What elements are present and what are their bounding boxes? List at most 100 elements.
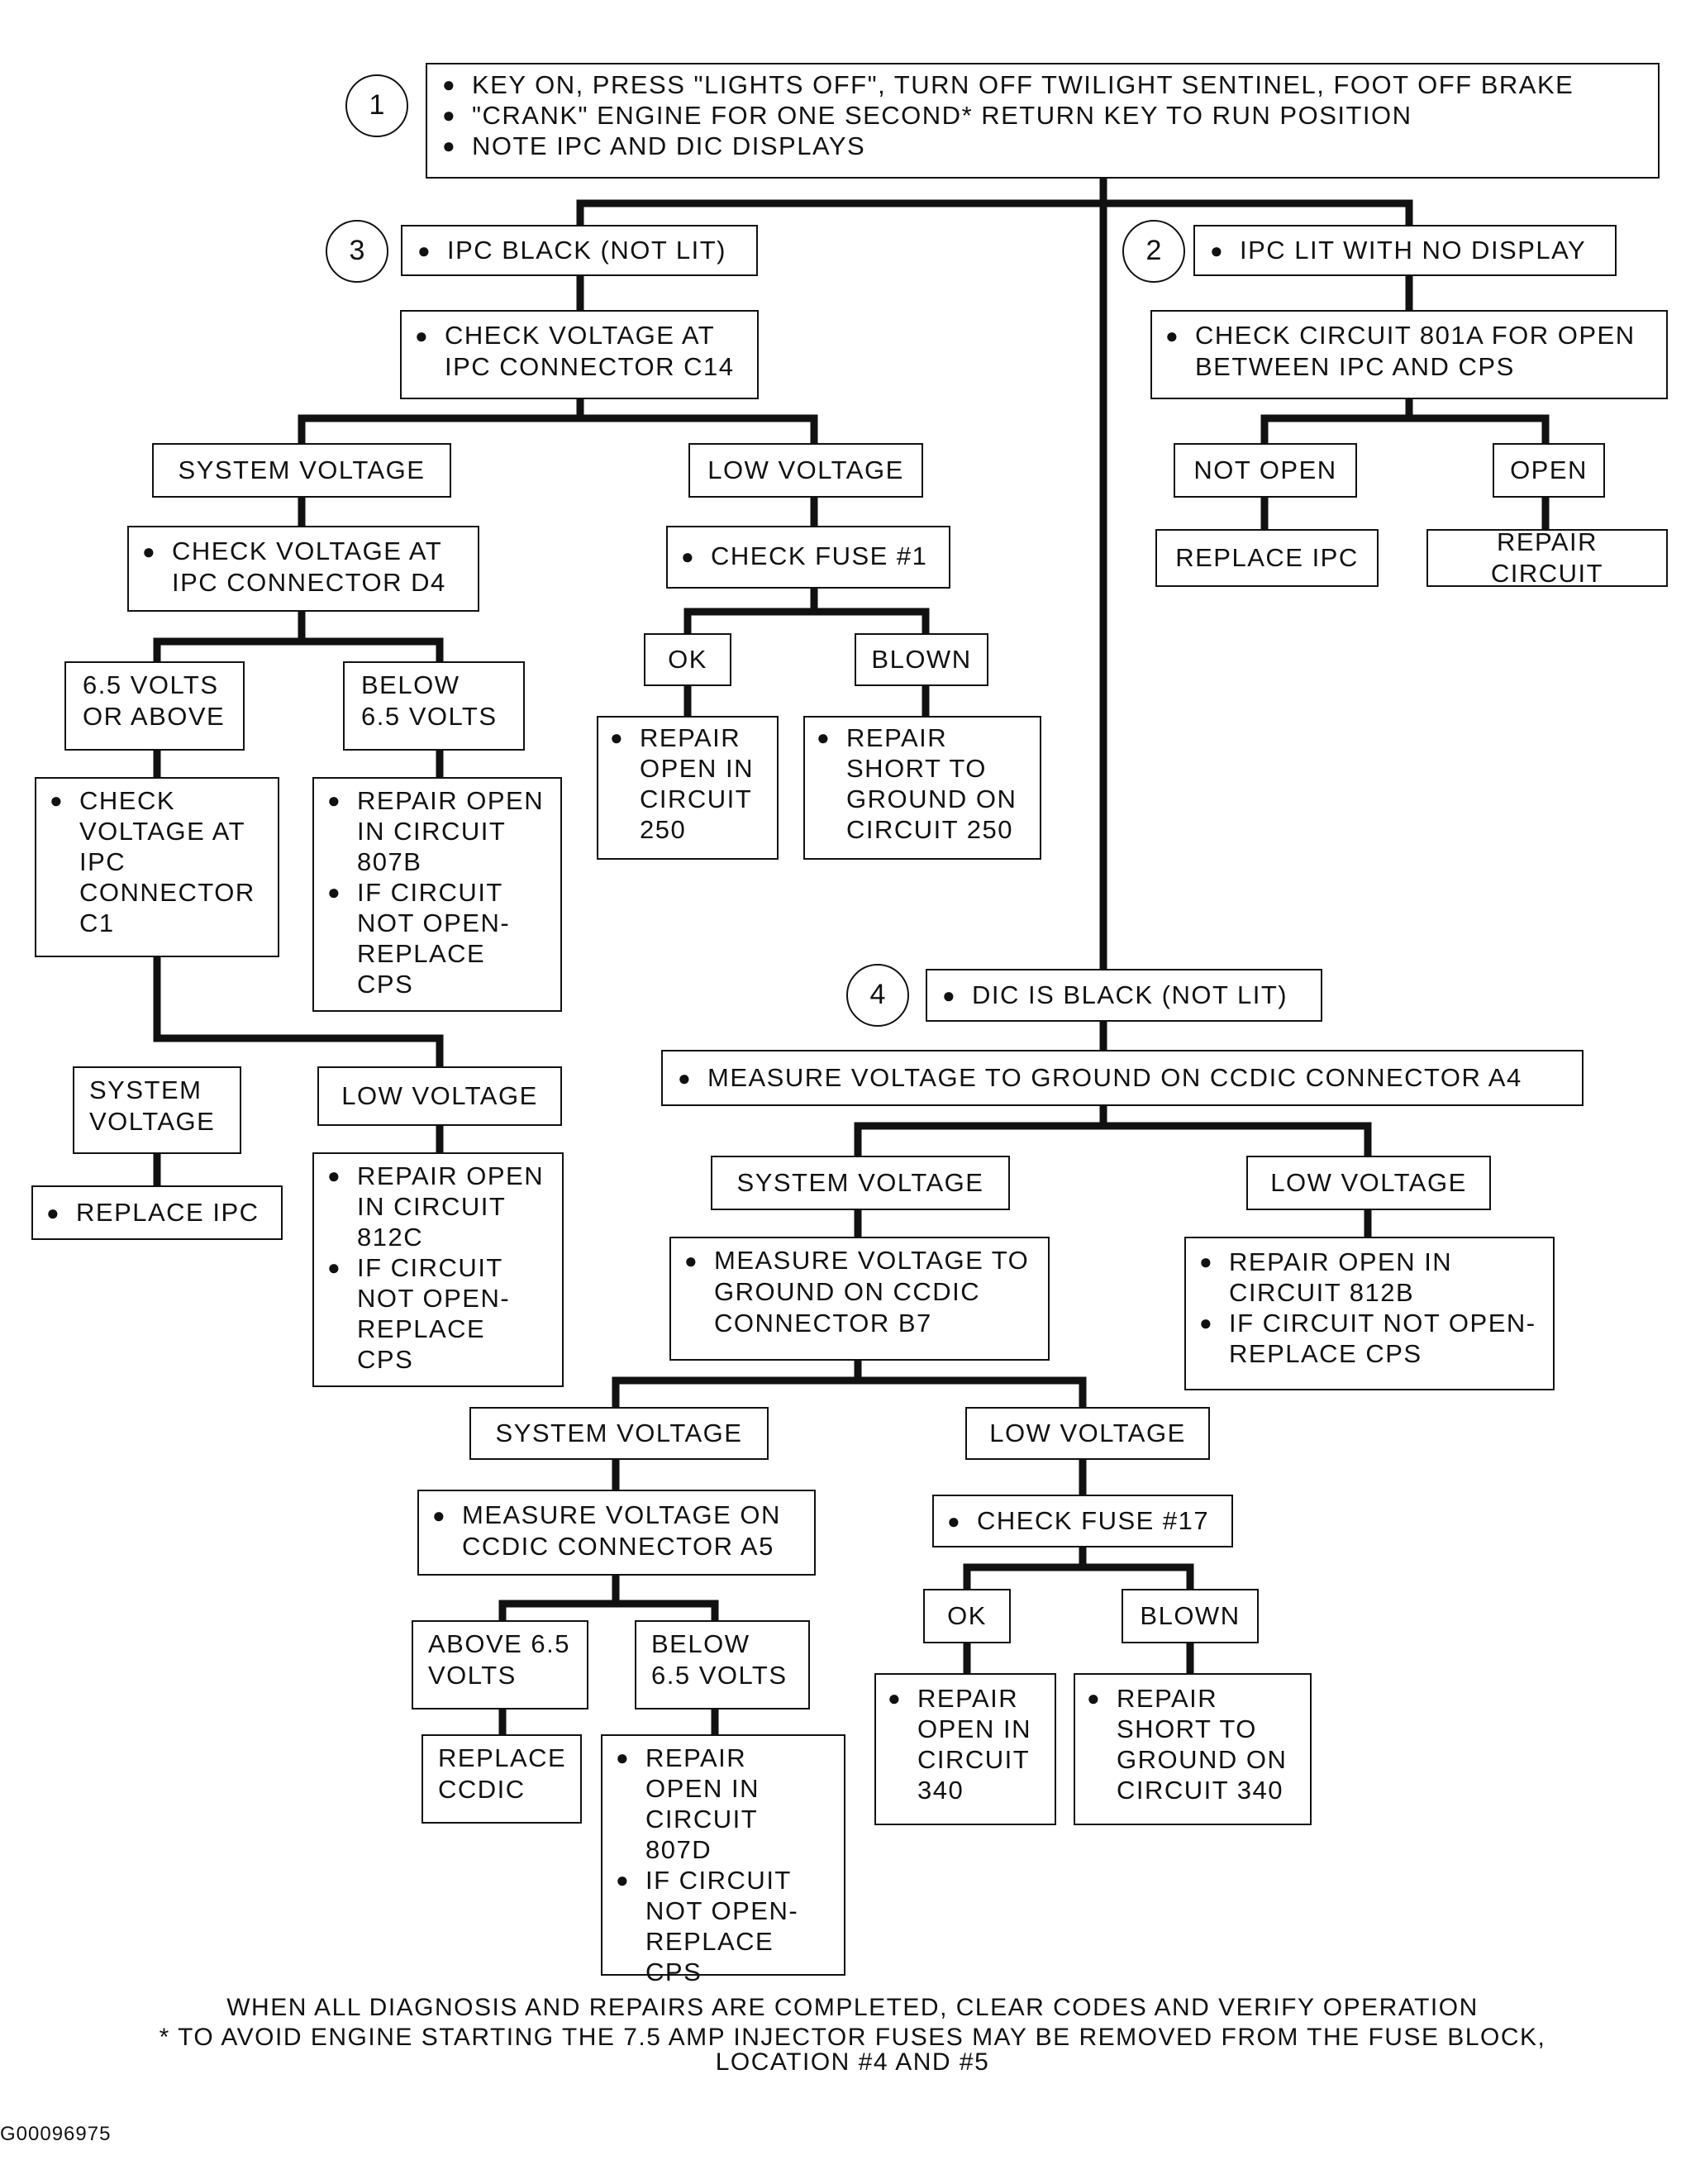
c1-low-voltage-box: LOW VOLTAGE xyxy=(317,1066,562,1126)
above-65-box: 6.5 VOLTS OR ABOVE xyxy=(64,661,245,751)
check-801a-box: CHECK CIRCUIT 801A FOR OPEN BETWEEN IPC … xyxy=(1150,310,1668,399)
repair-807b-box: REPAIR OPEN IN CIRCUIT 807B IF CIRCUIT N… xyxy=(312,777,562,1012)
b7-low-voltage-label: LOW VOLTAGE xyxy=(989,1419,1186,1447)
step-number-4: 4 xyxy=(846,964,909,1027)
below-65-label: BELOW 6.5 VOLTS xyxy=(361,670,498,731)
not-open-box: NOT OPEN xyxy=(1174,443,1357,498)
repair-open-250-box: REPAIR OPEN IN CIRCUIT 250 xyxy=(597,716,779,860)
dic-black-text: DIC IS BLACK (NOT LIT) xyxy=(942,980,1306,1011)
step1-box: KEY ON, PRESS "LIGHTS OFF", TURN OFF TWI… xyxy=(426,63,1660,179)
replace-ipc-text: REPLACE IPC xyxy=(46,1197,268,1228)
above-65-label: 6.5 VOLTS OR ABOVE xyxy=(83,670,226,731)
check-801a-text: CHECK CIRCUIT 801A FOR OPEN BETWEEN IPC … xyxy=(1165,320,1653,383)
measure-a4-box: MEASURE VOLTAGE TO GROUND ON CCDIC CONNE… xyxy=(661,1050,1584,1106)
b4-low-voltage-label: LOW VOLTAGE xyxy=(1270,1168,1467,1197)
footer-line-1: WHEN ALL DIAGNOSIS AND REPAIRS ARE COMPL… xyxy=(226,1994,1479,2021)
step1-line: "CRANK" ENGINE FOR ONE SECOND* RETURN KE… xyxy=(442,100,1643,131)
fuse1-ok-label: OK xyxy=(668,645,707,674)
repair-open-250-text: REPAIR OPEN IN CIRCUIT 250 xyxy=(610,722,765,845)
footer-line-2: * TO AVOID ENGINE STARTING THE 7.5 AMP I… xyxy=(159,2024,1546,2051)
replace-ccdic-label: REPLACE CCDIC xyxy=(438,1743,567,1804)
open-box: OPEN xyxy=(1493,443,1605,498)
a5-above-65-box: ABOVE 6.5 VOLTS xyxy=(412,1620,588,1710)
ipc-black-box: IPC BLACK (NOT LIT) xyxy=(401,225,758,276)
fuse17-blown-label: BLOWN xyxy=(1140,1601,1241,1630)
a5-above-65-label: ABOVE 6.5 VOLTS xyxy=(428,1629,571,1690)
fuse1-blown-label: BLOWN xyxy=(871,645,972,674)
a5-below-65-box: BELOW 6.5 VOLTS xyxy=(635,1620,810,1710)
not-open-label: NOT OPEN xyxy=(1193,455,1337,484)
check-fuse1-box: CHECK FUSE #1 xyxy=(666,526,950,589)
check-c14-box: CHECK VOLTAGE AT IPC CONNECTOR C14 xyxy=(400,310,759,399)
below-65-box: BELOW 6.5 VOLTS xyxy=(343,661,525,751)
repair-circuit-label: REPAIR CIRCUIT xyxy=(1490,527,1604,588)
b4-system-voltage-label: SYSTEM VOLTAGE xyxy=(736,1168,984,1197)
repair-807d-line: IF CIRCUIT NOT OPEN- REPLACE CPS xyxy=(616,1865,831,1987)
fuse17-blown-box: BLOWN xyxy=(1122,1589,1259,1643)
figure-code: G00096975 xyxy=(0,2123,112,2145)
check-fuse17-box: CHECK FUSE #17 xyxy=(932,1495,1233,1547)
repair-812c-box: REPAIR OPEN IN CIRCUIT 812C IF CIRCUIT N… xyxy=(312,1152,564,1387)
repair-812c-line: REPAIR OPEN IN CIRCUIT 812C xyxy=(327,1161,549,1252)
low-voltage-label: LOW VOLTAGE xyxy=(707,455,904,484)
fuse17-ok-label: OK xyxy=(947,1601,987,1630)
replace-ccdic-box: REPLACE CCDIC xyxy=(421,1734,582,1824)
b7-system-voltage-label: SYSTEM VOLTAGE xyxy=(495,1419,743,1447)
b4-low-voltage-box: LOW VOLTAGE xyxy=(1246,1156,1491,1210)
repair-open-340-text: REPAIR OPEN IN CIRCUIT 340 xyxy=(888,1683,1043,1805)
repair-short-250-text: REPAIR SHORT TO GROUND ON CIRCUIT 250 xyxy=(817,722,1028,845)
measure-b7-text: MEASURE VOLTAGE TO GROUND ON CCDIC CONNE… xyxy=(684,1245,1035,1339)
check-d4-text: CHECK VOLTAGE AT IPC CONNECTOR D4 xyxy=(142,536,464,598)
repair-short-250-box: REPAIR SHORT TO GROUND ON CIRCUIT 250 xyxy=(803,716,1041,860)
repair-807b-line: REPAIR OPEN IN CIRCUIT 807B xyxy=(327,785,547,877)
check-c1-text: CHECK VOLTAGE AT IPC CONNECTOR C1 xyxy=(50,785,264,938)
step1-line: KEY ON, PRESS "LIGHTS OFF", TURN OFF TWI… xyxy=(442,69,1643,100)
step-number-1: 1 xyxy=(345,74,408,137)
repair-812b-box: REPAIR OPEN IN CIRCUIT 812B IF CIRCUIT N… xyxy=(1184,1237,1555,1390)
c1-system-voltage-label: SYSTEM VOLTAGE xyxy=(89,1075,216,1136)
measure-a5-box: MEASURE VOLTAGE ON CCDIC CONNECTOR A5 xyxy=(417,1490,816,1576)
c1-system-voltage-box: SYSTEM VOLTAGE xyxy=(73,1066,241,1154)
repair-812b-line: IF CIRCUIT NOT OPEN-REPLACE CPS xyxy=(1199,1308,1540,1369)
step-number-2: 2 xyxy=(1122,220,1185,283)
b4-system-voltage-box: SYSTEM VOLTAGE xyxy=(711,1156,1010,1210)
step1-line: NOTE IPC AND DIC DISPLAYS xyxy=(442,131,1643,161)
check-d4-box: CHECK VOLTAGE AT IPC CONNECTOR D4 xyxy=(127,526,479,612)
repair-open-340-box: REPAIR OPEN IN CIRCUIT 340 xyxy=(874,1673,1056,1825)
repair-807d-box: REPAIR OPEN IN CIRCUIT 807D IF CIRCUIT N… xyxy=(601,1734,845,1986)
ipc-lit-text: IPC LIT WITH NO DISPLAY xyxy=(1210,235,1600,266)
repair-short-340-box: REPAIR SHORT TO GROUND ON CIRCUIT 340 xyxy=(1074,1673,1312,1825)
system-voltage-label: SYSTEM VOLTAGE xyxy=(178,455,426,484)
check-fuse17-text: CHECK FUSE #17 xyxy=(947,1505,1218,1537)
step-number-3: 3 xyxy=(326,220,388,283)
replace-ipc-2-box: REPLACE IPC xyxy=(1155,529,1379,587)
open-label: OPEN xyxy=(1510,455,1588,484)
footer-line-3: LOCATION #4 AND #5 xyxy=(715,2048,990,2076)
measure-a4-text: MEASURE VOLTAGE TO GROUND ON CCDIC CONNE… xyxy=(678,1062,1567,1094)
repair-812b-line: REPAIR OPEN IN CIRCUIT 812B xyxy=(1199,1247,1540,1308)
repair-812c-line: IF CIRCUIT NOT OPEN- REPLACE CPS xyxy=(327,1252,549,1375)
replace-ipc-box: REPLACE IPC xyxy=(31,1185,283,1240)
c1-low-voltage-label: LOW VOLTAGE xyxy=(341,1081,538,1110)
measure-b7-box: MEASURE VOLTAGE TO GROUND ON CCDIC CONNE… xyxy=(669,1237,1050,1361)
repair-circuit-box: REPAIR CIRCUIT xyxy=(1426,527,1668,588)
replace-ipc-2-label: REPLACE IPC xyxy=(1175,543,1359,572)
ipc-lit-box: IPC LIT WITH NO DISPLAY xyxy=(1193,225,1617,276)
system-voltage-box: SYSTEM VOLTAGE xyxy=(152,443,451,498)
fuse1-ok-box: OK xyxy=(644,633,731,686)
repair-short-340-text: REPAIR SHORT TO GROUND ON CIRCUIT 340 xyxy=(1087,1683,1298,1805)
measure-a5-text: MEASURE VOLTAGE ON CCDIC CONNECTOR A5 xyxy=(432,1500,801,1562)
fuse17-ok-box: OK xyxy=(923,1589,1011,1643)
b7-low-voltage-box: LOW VOLTAGE xyxy=(965,1407,1210,1460)
low-voltage-box: LOW VOLTAGE xyxy=(688,443,923,498)
fuse1-blown-box: BLOWN xyxy=(855,633,988,686)
repair-807d-line: REPAIR OPEN IN CIRCUIT 807D xyxy=(616,1743,831,1865)
check-c1-box: CHECK VOLTAGE AT IPC CONNECTOR C1 xyxy=(35,777,279,957)
ipc-black-text: IPC BLACK (NOT LIT) xyxy=(417,235,741,266)
repair-807b-line: IF CIRCUIT NOT OPEN- REPLACE CPS xyxy=(327,877,547,999)
dic-black-box: DIC IS BLACK (NOT LIT) xyxy=(926,969,1322,1022)
a5-below-65-label: BELOW 6.5 VOLTS xyxy=(651,1629,788,1690)
check-c14-text: CHECK VOLTAGE AT IPC CONNECTOR C14 xyxy=(415,320,744,383)
check-fuse1-text: CHECK FUSE #1 xyxy=(681,541,936,572)
